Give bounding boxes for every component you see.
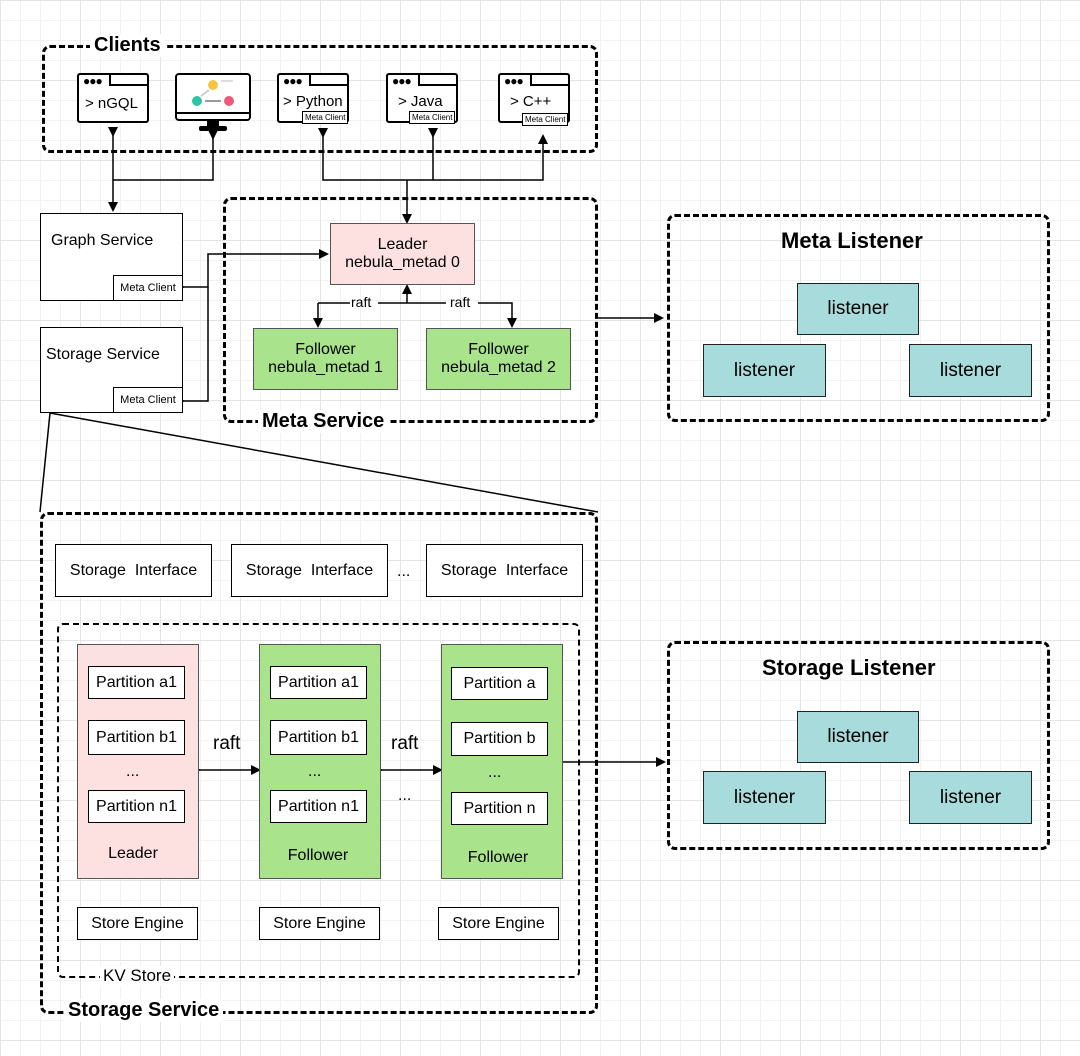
partition-item[interactable]: Partition a1 (270, 666, 367, 699)
graph-service-meta-client: Meta Client (113, 275, 183, 301)
zoom-line-left (39, 412, 51, 513)
partition-item[interactable]: Partition n1 (88, 790, 185, 823)
meta-leader-name: nebula_metad 0 (345, 254, 460, 271)
meta-service-group (223, 197, 598, 423)
meta-follower-name: nebula_metad 2 (441, 359, 556, 376)
client-ngql[interactable]: ●●● > nGQL (77, 73, 149, 123)
partition-ellipsis: ... (308, 763, 322, 780)
kv-store-label: KV Store (100, 966, 175, 986)
storage-service-meta-client: Meta Client (113, 387, 183, 413)
window-dots-icon: ●●● (392, 74, 412, 88)
storage-interface-1[interactable]: Storage Interface (55, 544, 212, 597)
graph-service-box[interactable]: Graph Service Meta Client (40, 213, 183, 301)
storage-listener-title: Storage Listener (762, 655, 936, 680)
storage-interface-2[interactable]: Storage Interface (231, 544, 388, 597)
zoom-line-right (49, 412, 599, 513)
storage-service-title: Storage Service (64, 999, 224, 1022)
meta-follower-name: nebula_metad 1 (268, 359, 383, 376)
window-dots-icon: ●●● (83, 74, 103, 88)
partition-item[interactable]: Partition b (451, 722, 548, 756)
line-storage-metaclient (175, 287, 209, 406)
meta-service-title: Meta Service (258, 410, 389, 433)
meta-raft-label-1: raft (351, 294, 372, 310)
partition-item[interactable]: Partition b1 (270, 720, 367, 755)
client-cmd: > nGQL (85, 95, 138, 112)
partition-item[interactable]: Partition a1 (88, 666, 185, 699)
partition-ellipsis: ... (488, 764, 502, 781)
store-engine[interactable]: Store Engine (438, 907, 559, 940)
client-cmd: > Java (398, 93, 443, 110)
storage-listener-2[interactable]: listener (703, 771, 826, 824)
partition-item[interactable]: Partition a (451, 667, 548, 700)
storage-interface-3[interactable]: Storage Interface (426, 544, 583, 597)
line-metaclients-leader (175, 249, 329, 292)
meta-follower-role: Follower (295, 341, 356, 358)
group-role-label: Follower (287, 847, 349, 864)
meta-listener-3[interactable]: listener (909, 344, 1032, 397)
storage-listener-1[interactable]: listener (797, 711, 919, 763)
group-role-label: Leader (108, 845, 158, 862)
java-meta-client: Meta Client (409, 111, 456, 124)
store-engine[interactable]: Store Engine (77, 907, 198, 940)
storage-service-box[interactable]: Storage Service Meta Client (40, 327, 183, 413)
meta-listener-title: Meta Listener (781, 228, 923, 253)
storage-raft-label-1: raft (213, 733, 241, 754)
meta-leader[interactable]: Leader nebula_metad 0 (330, 223, 475, 285)
meta-follower-role: Follower (468, 341, 529, 358)
partition-item[interactable]: Partition b1 (88, 720, 185, 755)
storage-raft-label-2: raft (391, 733, 419, 754)
partition-item[interactable]: Partition n (451, 792, 548, 825)
window-dots-icon: ●●● (283, 74, 303, 88)
meta-follower-2[interactable]: Follower nebula_metad 2 (426, 328, 571, 390)
partition-ellipsis: ... (126, 763, 140, 780)
meta-raft-label-2: raft (450, 294, 471, 310)
storage-listener-group (667, 641, 1050, 850)
interfaces-ellipsis: ... (397, 563, 411, 580)
meta-follower-1[interactable]: Follower nebula_metad 1 (253, 328, 398, 390)
storage-listener-3[interactable]: listener (909, 771, 1032, 824)
partition-item[interactable]: Partition n1 (270, 790, 367, 823)
window-dots-icon: ●●● (504, 74, 524, 88)
cpp-meta-client: Meta Client (522, 113, 569, 126)
store-engine[interactable]: Store Engine (259, 907, 380, 940)
meta-leader-role: Leader (377, 236, 428, 253)
groups-ellipsis: ... (398, 787, 412, 804)
meta-listener-1[interactable]: listener (797, 283, 919, 335)
meta-listener-2[interactable]: listener (703, 344, 826, 397)
clients-title: Clients (90, 34, 165, 57)
monitor-icon (175, 73, 251, 131)
storage-service-label: Storage Service (46, 346, 160, 363)
client-cmd: > Python (283, 93, 343, 110)
graph-service-label: Graph Service (51, 232, 154, 249)
kv-store-group (57, 623, 580, 978)
client-cmd: > C++ (510, 93, 552, 110)
python-meta-client: Meta Client (302, 111, 349, 124)
meta-listener-group (667, 214, 1050, 422)
studio-monitor-icon[interactable] (175, 73, 251, 135)
clients-group (42, 45, 598, 153)
storage-service-group (40, 512, 598, 1014)
group-role-label: Follower (467, 849, 529, 866)
